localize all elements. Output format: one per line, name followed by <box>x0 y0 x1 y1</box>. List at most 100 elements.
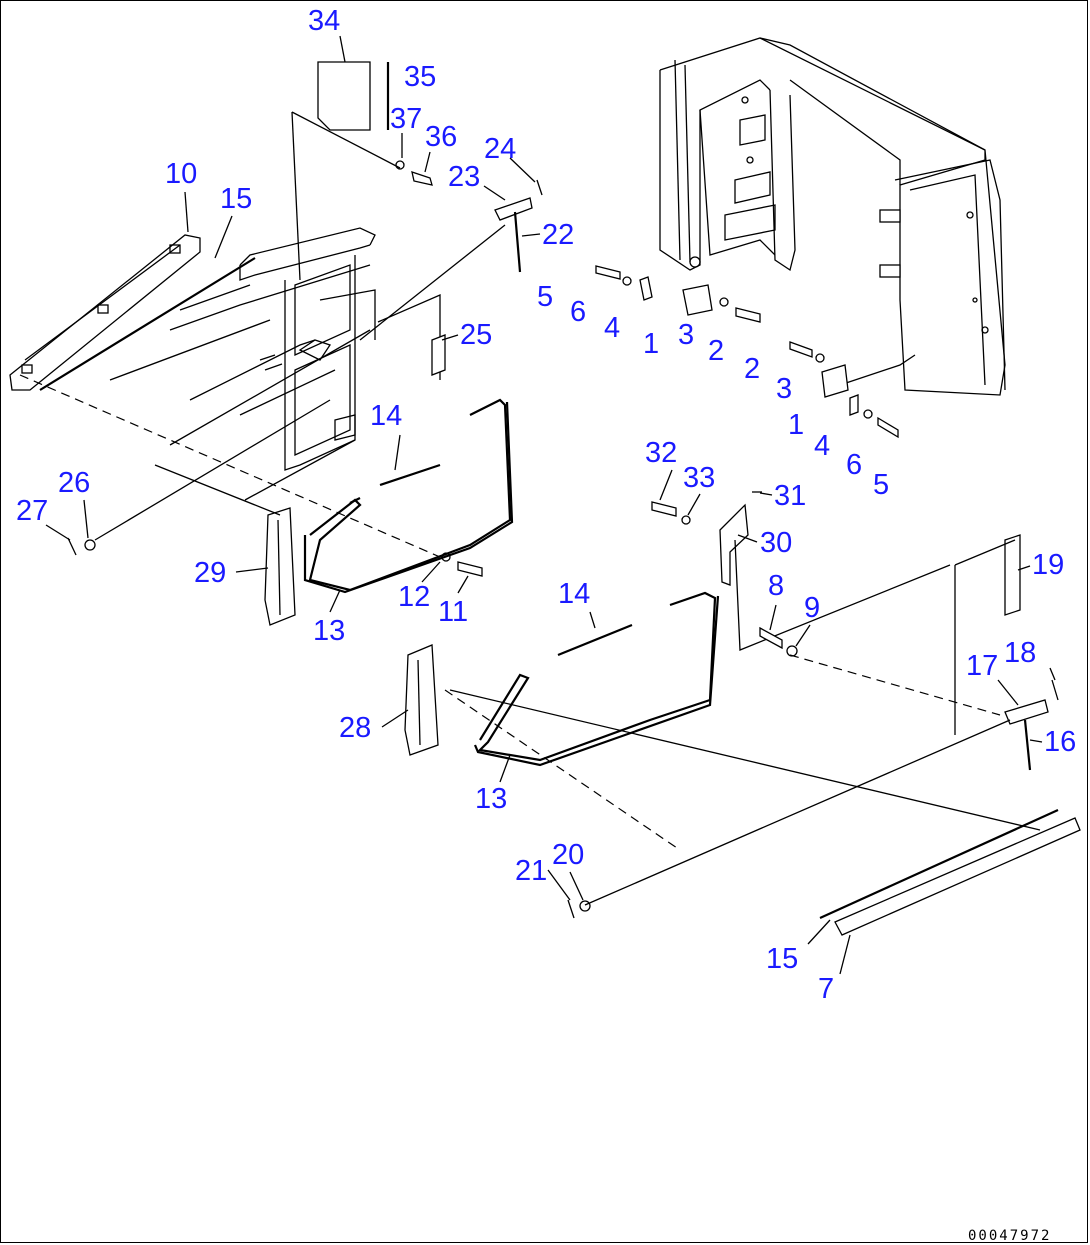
callout-7: 7 <box>818 973 834 1005</box>
washer-6-lower <box>863 409 873 419</box>
shim-4-lower <box>849 394 859 416</box>
bolt-5-upper <box>595 265 621 280</box>
washer-3-lower <box>815 353 825 363</box>
callout-11: 11 <box>438 596 468 628</box>
shim-4-upper <box>639 276 653 301</box>
pin-21 <box>567 899 575 919</box>
seal-14-upper-b <box>349 497 361 504</box>
callout-33: 33 <box>683 462 715 494</box>
callout-14-lower: 14 <box>558 578 590 610</box>
callout-15-right: 15 <box>766 943 798 975</box>
callout-22: 22 <box>542 219 574 251</box>
bolt-36 <box>411 171 433 186</box>
bolt-32 <box>651 501 677 517</box>
leader-lines <box>45 35 1056 975</box>
callout-3-upper: 3 <box>678 319 694 351</box>
callout-1-lower: 1 <box>788 409 804 441</box>
bolt-5-lower <box>877 416 899 439</box>
callout-25: 25 <box>460 319 492 351</box>
cab-frame <box>659 37 1006 396</box>
callout-23: 23 <box>448 161 480 193</box>
callout-17: 17 <box>966 650 998 682</box>
callout-6-lower: 6 <box>846 449 862 481</box>
callout-4-upper: 4 <box>604 312 620 344</box>
bracket-1-upper <box>682 284 713 316</box>
callout-32: 32 <box>645 437 677 469</box>
cotter-pin-18 <box>1051 679 1059 701</box>
callout-14-upper: 14 <box>370 400 402 432</box>
callout-26: 26 <box>58 467 90 499</box>
callout-labels: 34 35 37 36 24 23 10 15 22 5 6 4 1 3 2 2… <box>16 5 1076 1005</box>
side-panel-assembly <box>109 227 376 501</box>
callout-5-upper: 5 <box>537 281 553 313</box>
washer-33 <box>681 515 691 525</box>
callout-13-lower: 13 <box>475 783 507 815</box>
panel-34 <box>317 61 371 131</box>
callout-16: 16 <box>1044 726 1076 758</box>
callout-35: 35 <box>404 61 436 93</box>
bolt-2-upper <box>735 307 761 323</box>
callout-34: 34 <box>308 5 340 37</box>
pin-16 <box>1023 719 1032 771</box>
seal-strip-15-right <box>819 808 1059 920</box>
hinge-17 <box>1004 699 1049 725</box>
pin-22 <box>513 211 522 273</box>
washer-20 <box>579 900 591 912</box>
dashed-line-lower <box>444 689 681 851</box>
callout-15-left: 15 <box>220 183 252 215</box>
seal-14-lower <box>557 623 633 657</box>
callout-4-lower: 4 <box>814 430 830 462</box>
callout-2-lower: 2 <box>744 353 760 385</box>
callout-20: 20 <box>552 839 584 871</box>
window-seal-13-upper <box>303 398 514 594</box>
window-seal-13-lower <box>473 591 720 767</box>
callout-9: 9 <box>804 592 820 624</box>
seal-strip-15-left <box>39 257 256 391</box>
callout-19: 19 <box>1032 549 1064 581</box>
bracket-29 <box>264 507 296 626</box>
bracket-28 <box>404 644 439 756</box>
callout-36: 36 <box>425 121 457 153</box>
bolt-2-lower <box>789 341 813 358</box>
callout-8: 8 <box>768 570 784 602</box>
callout-1-upper: 1 <box>643 328 659 360</box>
callout-37: 37 <box>390 103 422 135</box>
washer-9 <box>786 645 798 657</box>
callout-12: 12 <box>398 581 430 613</box>
callout-5-lower: 5 <box>873 469 889 501</box>
callout-27: 27 <box>16 495 48 527</box>
rail-7 <box>834 817 1081 936</box>
washer-12 <box>441 552 451 562</box>
callout-28: 28 <box>339 712 371 744</box>
washer-26 <box>84 539 96 551</box>
bolt-8 <box>759 626 783 650</box>
dashed-line-left <box>19 374 441 558</box>
drawing-number: 00047972 <box>968 1228 1051 1244</box>
hinge-23 <box>494 197 533 221</box>
cotter-pin-24 <box>536 179 543 196</box>
pin-27 <box>67 537 77 556</box>
callout-3-lower: 3 <box>776 373 792 405</box>
washer-6-upper <box>622 276 632 286</box>
callout-6-upper: 6 <box>570 296 586 328</box>
callout-13-upper: 13 <box>313 615 345 647</box>
callout-30: 30 <box>760 527 792 559</box>
callout-10: 10 <box>165 158 197 190</box>
dashed-line-right <box>789 654 1001 716</box>
bolt-11 <box>457 561 483 577</box>
latch-19 <box>1004 534 1021 616</box>
callout-29: 29 <box>194 557 226 589</box>
callout-21: 21 <box>515 855 547 887</box>
washer-37 <box>395 160 405 170</box>
callout-2-upper: 2 <box>708 335 724 367</box>
bracket-1-lower <box>821 364 849 398</box>
washer-3-upper <box>719 297 729 307</box>
seal-14-upper-a <box>379 463 441 487</box>
callout-18: 18 <box>1004 637 1036 669</box>
callout-31: 31 <box>774 480 806 512</box>
bracket-30 <box>719 503 749 586</box>
rail-10 <box>9 234 201 391</box>
latch-25 <box>431 334 446 376</box>
